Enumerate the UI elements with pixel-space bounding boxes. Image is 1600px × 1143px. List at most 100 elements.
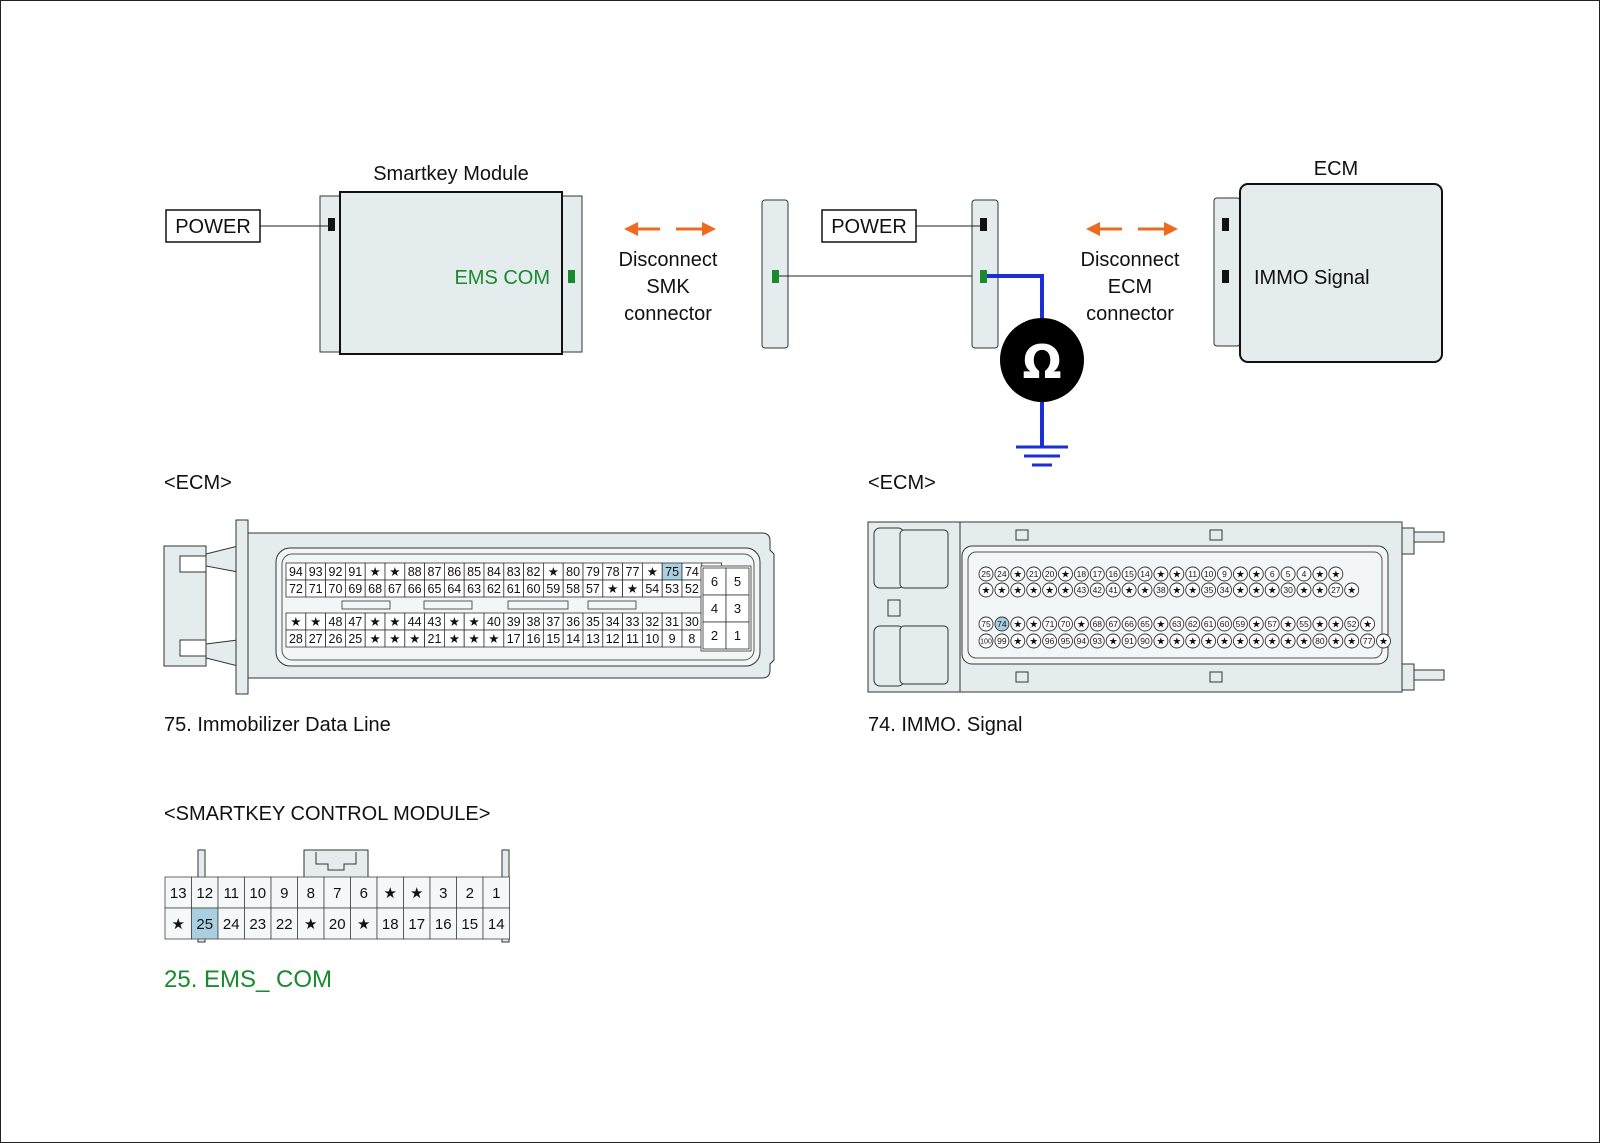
ecm-right-pin — [1042, 616, 1058, 632]
ecm-right-pin — [1296, 566, 1312, 582]
ecm-right-pin — [1153, 616, 1169, 632]
ecm-right-pin-label: ★ — [1141, 586, 1150, 597]
svg-text:Disconnect: Disconnect — [1081, 249, 1180, 271]
ecm-right-pin — [1073, 582, 1089, 598]
svg-text:connector: connector — [1086, 303, 1174, 325]
ecm-right-pin-label: ★ — [1252, 620, 1261, 631]
smk-harness-connector — [761, 199, 976, 349]
ecm-left-pin-label: 58 — [566, 582, 580, 596]
ecm-left-pin-label: 65 — [428, 582, 442, 596]
ecm-left-pin-label: 80 — [566, 565, 580, 579]
ecm-left-pin-label: 13 — [586, 632, 600, 646]
ecm-right-pin-label: ★ — [1300, 586, 1309, 597]
ecm-left-pin-label: ★ — [290, 615, 301, 629]
ecm-left-pin-label: 35 — [586, 615, 600, 629]
smartkey-ems-pin — [568, 270, 575, 283]
ecm-right-pin — [1105, 633, 1121, 649]
ecm-right-pin-label: 43 — [1077, 585, 1087, 595]
ecm-right-pin — [978, 616, 994, 632]
ecm-right-pin — [978, 582, 994, 598]
ecm-left-pin-label: 16 — [527, 632, 541, 646]
ecm-left-pin-label: 93 — [309, 565, 323, 579]
ecm-right-pin-label: ★ — [1284, 620, 1293, 631]
ecm-right-pin — [1232, 582, 1248, 598]
ecm-left-pin-label: 17 — [507, 632, 521, 646]
ecm-right-pin — [1248, 582, 1264, 598]
ecm-right-pin — [1042, 566, 1058, 582]
ecm-left-pin-label: 53 — [665, 582, 679, 596]
smk-pin-cell — [403, 907, 431, 940]
smk-pin-cell — [350, 907, 378, 940]
ecm-left-caption: 75. Immobilizer Data Line — [164, 714, 391, 736]
ecm-right-pin-label: ★ — [1029, 620, 1038, 631]
ecm-right-pin — [994, 582, 1010, 598]
ecm-right-pin-label: ★ — [1013, 637, 1022, 648]
smk-pin-cell — [270, 876, 298, 909]
smk-pin-label: 2 — [466, 885, 474, 902]
smk-pin-label: 16 — [435, 916, 452, 933]
ecm-right-pin-label: ★ — [1013, 570, 1022, 581]
ecm-right-pin-label: 14 — [1140, 569, 1150, 579]
ecm-left-pin-label: 79 — [586, 565, 600, 579]
ecm-right-pin-label: 42 — [1093, 585, 1103, 595]
ecm-right-pin-label: 11 — [1188, 569, 1197, 579]
smk-pin-label: 22 — [276, 916, 293, 933]
ecm-right-pin-label: ★ — [1252, 637, 1261, 648]
ecm-right-pin-label: ★ — [1172, 637, 1181, 648]
svg-text:connector: connector — [624, 303, 712, 325]
ecm-right-pin-label: ★ — [1284, 637, 1293, 648]
smk-connector-title: <SMARTKEY CONTROL MODULE> — [164, 803, 490, 825]
ecm-left-pin-label: ★ — [468, 615, 479, 629]
ecm-right-pin — [1169, 582, 1185, 598]
ecm-left-pin-label: 78 — [606, 565, 620, 579]
ecm-right-pin — [1248, 566, 1264, 582]
ecm-right-pin — [1073, 566, 1089, 582]
smk-pin-label: 7 — [333, 885, 341, 902]
ecm-right-pin — [1058, 582, 1073, 598]
ecm-right-pin-label: 21 — [1029, 569, 1039, 579]
ecm-left-pin-label: 59 — [546, 582, 560, 596]
smartkey-module-title: Smartkey Module — [373, 163, 529, 185]
ecm-right-pin — [994, 616, 1010, 632]
ecm-right-pin-label: ★ — [1347, 586, 1356, 597]
ecm-left-pin-label: ★ — [548, 565, 559, 579]
ecm-right-pin — [1232, 616, 1248, 632]
ecm-right-pin — [1248, 616, 1264, 632]
ecm-right-pin-label: ★ — [1315, 586, 1324, 597]
ecm-right-pin-label: 90 — [1140, 636, 1150, 646]
ohm-symbol: Ω — [1022, 335, 1061, 389]
ecm-right-pin-label: ★ — [1363, 620, 1372, 631]
ecm-right-pin — [1360, 616, 1376, 632]
ecm-right-pin — [1264, 633, 1280, 649]
ecm-right-pin — [1042, 633, 1058, 649]
ecm-right-pin-label: 74 — [997, 619, 1007, 629]
ecm-right-pin-label: ★ — [1204, 637, 1213, 648]
ecm-right-pin-label: ★ — [1029, 637, 1038, 648]
ecm-left-pin-label: ★ — [389, 632, 400, 646]
ecm-left-pin-label: 25 — [348, 632, 362, 646]
ecm-right-pin-label: 75 — [981, 619, 991, 629]
ecm-right-pin-label: 30 — [1283, 585, 1293, 595]
ecm-right-pin-label: ★ — [1236, 570, 1245, 581]
ecm-left-pin-label: ★ — [449, 615, 460, 629]
ecm-left-pin-label: 26 — [329, 632, 343, 646]
ecm-right-pin-label: ★ — [1156, 620, 1165, 631]
ecm-left-pin-label: 84 — [487, 565, 501, 579]
ecm-left-pin-label: 67 — [388, 582, 402, 596]
ecm-right-pin-label: ★ — [1109, 637, 1118, 648]
ecm-right-pin-label: ★ — [1188, 637, 1197, 648]
ohmmeter-circuit: Ω — [987, 274, 1084, 467]
ecm-right-pin-label: 17 — [1093, 569, 1103, 579]
smk-pin-label: ★ — [384, 885, 397, 902]
ecm-right-pin — [1312, 616, 1328, 632]
smk-pin-label: 8 — [307, 885, 315, 902]
power-label-left: POWER — [175, 216, 251, 238]
ecm-left-pin-label: 30 — [685, 615, 699, 629]
smk-pin-label: 11 — [223, 885, 239, 902]
ecm-right-pin — [1121, 582, 1137, 598]
ecm-right-pin — [1264, 616, 1280, 632]
ecm-left-pin-label: ★ — [488, 632, 499, 646]
smk-pin-label: 1 — [492, 885, 500, 902]
ecm-right-pin — [1169, 566, 1185, 582]
ecm-right-pin-label: 5 — [1286, 569, 1291, 579]
